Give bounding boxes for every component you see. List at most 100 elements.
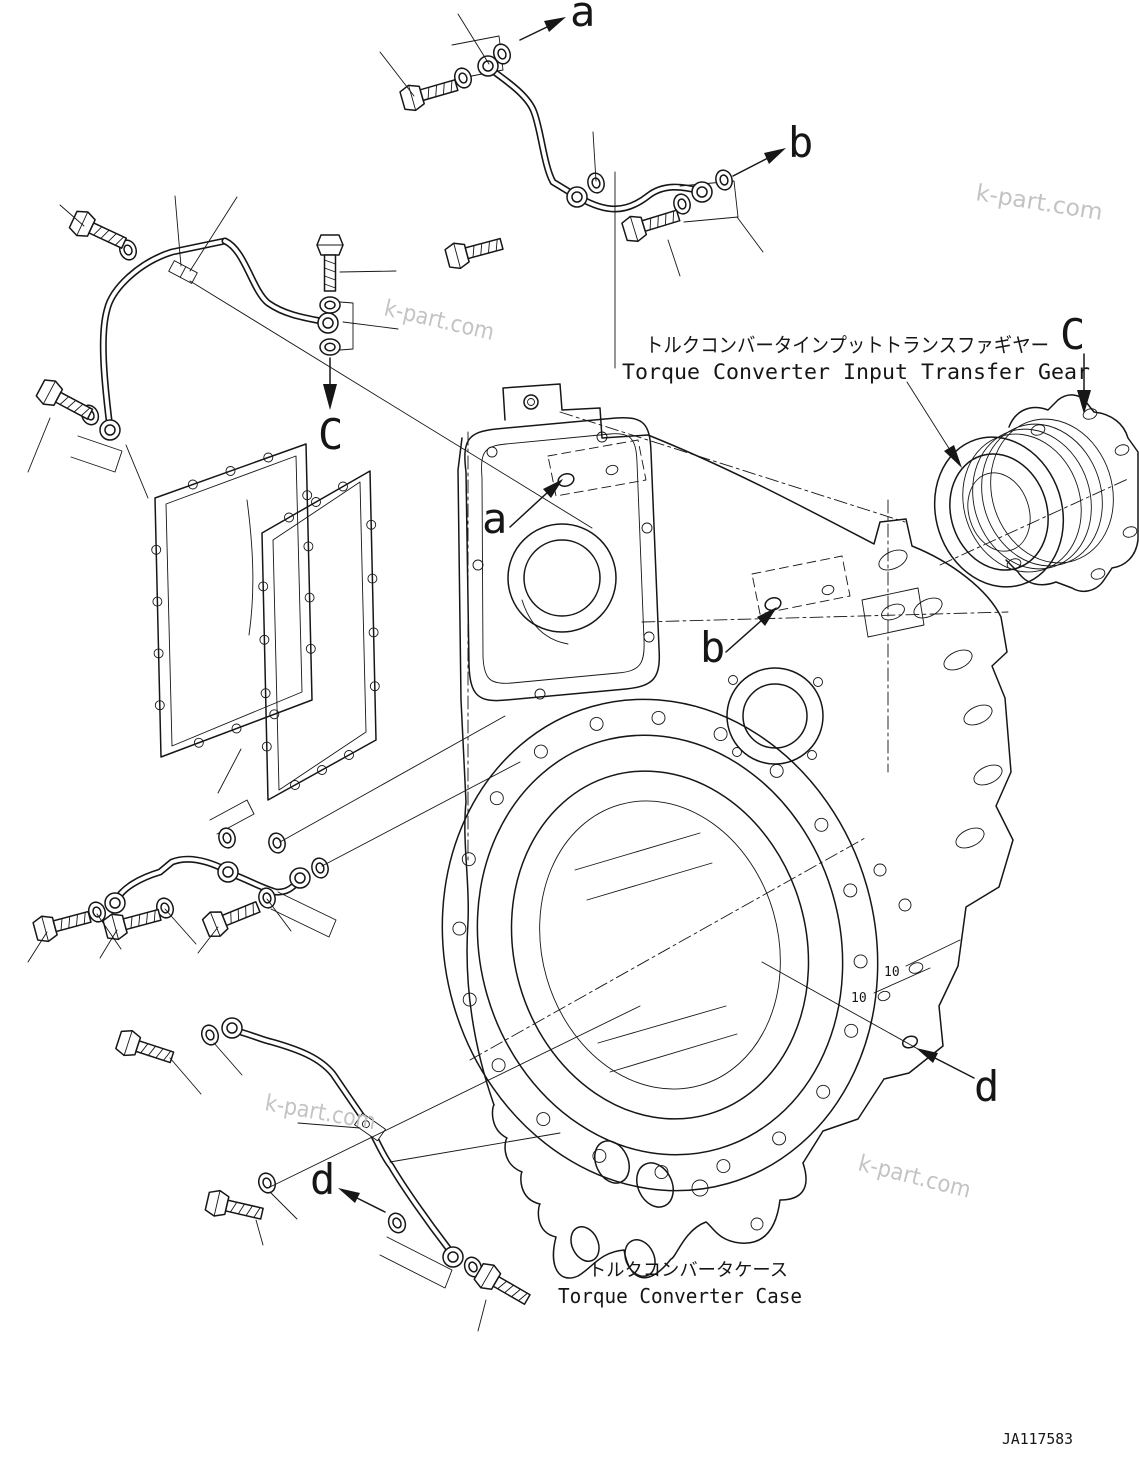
leader-lines [27,13,961,1332]
bolt-hole [491,1058,506,1073]
bolt-hole [536,1112,551,1127]
bolt-hole [489,791,504,806]
bolt-hole [225,466,236,476]
bolt-hole [231,723,242,734]
callout-arrow-b-top [732,148,786,177]
banjo-fitting [691,181,713,203]
bolt-hole [344,750,354,760]
drawing-number: JA117583 [1002,1430,1073,1448]
gasket-bolt-holes [151,452,316,748]
watermark: k-part.com [382,296,497,347]
callout-label-C-right: C [1060,310,1085,359]
bolt-hole [153,648,164,659]
hex-bolt [316,234,344,292]
hex-bolt [33,375,97,427]
transfer-gear-leader-arrow [906,381,962,468]
case-caption-jp: トルクコンバータケース [588,1260,788,1281]
callout-arrow-b-inner [725,607,777,653]
hex-bolt [66,206,131,256]
bolt-hole [260,688,271,699]
banjo-fitting [104,892,126,914]
transfer-gear-drawing [933,394,1139,593]
hex-bolt [200,894,264,941]
pipe-assembly-mid [31,799,337,945]
gasket-bolt-holes [258,481,380,790]
flange-ring [441,698,879,1192]
torque-converter-case-drawing [441,383,1014,1279]
washer [712,167,736,193]
bolt-hole [304,592,315,603]
flange-bolt-holes [452,710,868,1180]
watermark: k-part.com [974,180,1104,226]
bolt-hole [814,817,829,832]
bolt-hole [317,765,327,775]
gasket-cover-plates [151,443,380,801]
hex-bolt [443,230,506,272]
bolt-hole [269,709,280,720]
bolt-hole [816,1084,831,1099]
bolt-hole [263,452,274,463]
hex-bolt [471,1259,535,1312]
bolt-hole [369,681,380,692]
bolt-hole [303,541,314,552]
bolt-hole [284,512,294,523]
banjo-fitting [566,186,588,208]
bolt-hole [258,581,269,592]
bolt-hole [654,1165,669,1180]
callout-arrow-C-right [1077,353,1091,414]
bolt-hole [716,1159,731,1174]
callout-label-d-right: d [974,1062,999,1111]
bolt-hole [302,490,313,501]
bolt-hole [187,479,198,490]
callout-label-a-top: a [570,0,595,36]
banjo-fitting [217,861,239,883]
bolt-hole [769,763,784,778]
bolt-hole [154,700,165,711]
banjo-fitting [317,312,339,334]
pipe-assembly-d [113,1017,535,1312]
banjo-fitting [221,1017,243,1039]
transfer-gear-caption-en: Torque Converter Input Transfer Gear [622,360,1090,384]
item-number-10: 10 [884,965,900,980]
bolt-hole [853,954,868,969]
bolt-hole [259,634,270,645]
callout-label-a-inner: a [482,494,507,543]
pipe-assembly-c [33,206,354,473]
watermark: k-part.com [856,1151,974,1204]
callout-label-d-left: d [310,1155,335,1204]
callout-arrows [323,17,1091,1213]
bolt-hole [843,883,858,898]
hex-bolt [31,903,94,945]
bolt-hole [772,1131,787,1146]
hex-bolt [113,1026,177,1071]
bolt-hole [290,780,300,790]
banjo-fitting [99,419,121,441]
callout-arrow-a-inner [509,479,563,528]
callout-arrow-d-left [338,1188,386,1213]
bolt-hole [367,573,378,584]
watermark: k-part.com [263,1090,378,1135]
washer [198,1022,222,1048]
callout-label-C-left: C [318,410,343,459]
callout-arrow-a-top [519,17,566,41]
washer [215,825,239,851]
diagram-text: a b C C a b d d 10 10 トルクコンバータインプットトランスフ… [310,0,1090,1448]
bolt-hole [589,716,604,731]
bolt-hole [366,519,377,530]
banjo-fitting [442,1246,464,1268]
bolt-hole [368,627,379,638]
bolt-hole [193,737,204,748]
callout-label-b-top: b [788,118,813,167]
washer [319,338,341,356]
bolt-hole [452,921,467,936]
washer [319,296,341,314]
pipe-assembly-a [398,35,739,272]
bolt-hole [338,481,348,492]
washer [308,855,332,881]
bolt-hole [305,643,316,654]
banjo-fitting [289,867,311,889]
bolt-hole [844,1023,859,1038]
washer [255,1170,279,1196]
